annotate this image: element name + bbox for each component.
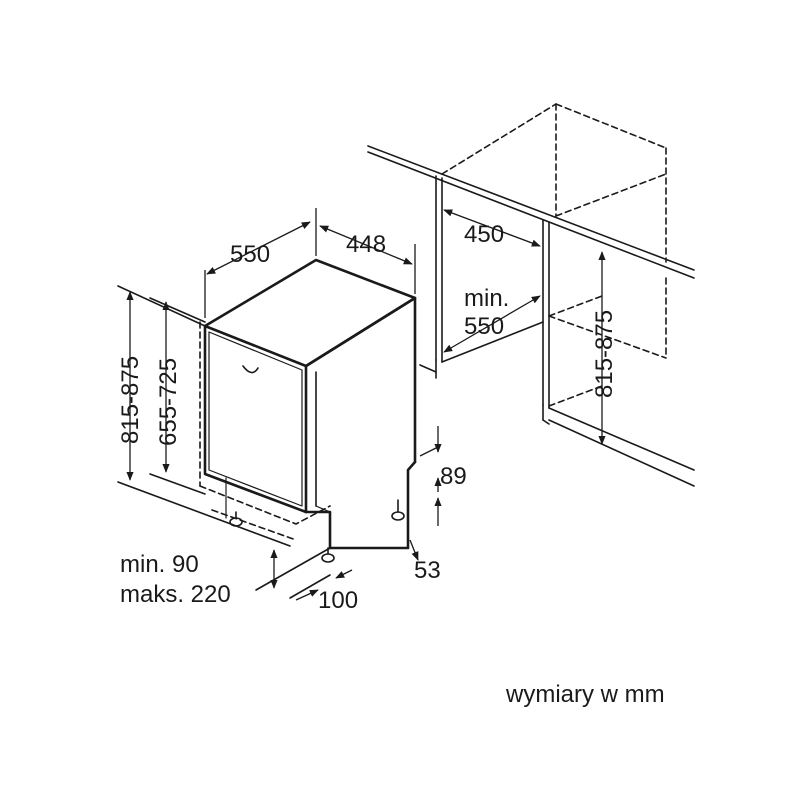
- dim-plinth-53: 53: [414, 557, 441, 584]
- dim-overall-height: 815-875: [117, 356, 144, 444]
- dim-width-448: 448: [346, 231, 386, 258]
- dim-min-90: min. 90: [120, 551, 199, 578]
- niche-outline: [367, 103, 695, 487]
- dim-plinth-89: 89: [440, 463, 467, 490]
- dimension-lines: [126, 208, 606, 601]
- dim-niche-min-550: 550: [464, 313, 504, 340]
- dim-depth-550: 550: [230, 241, 270, 268]
- dim-door-height: 655-725: [155, 358, 182, 446]
- dim-niche-min-label: min.: [464, 285, 509, 312]
- dim-foot-100: 100: [318, 587, 358, 614]
- dim-niche-depth-450: 450: [464, 221, 504, 248]
- dim-max-220: maks. 220: [120, 581, 231, 608]
- dishwasher-body: [199, 258, 417, 563]
- units-note: wymiary w mm: [505, 681, 665, 708]
- dim-niche-height: 815-875: [591, 310, 618, 398]
